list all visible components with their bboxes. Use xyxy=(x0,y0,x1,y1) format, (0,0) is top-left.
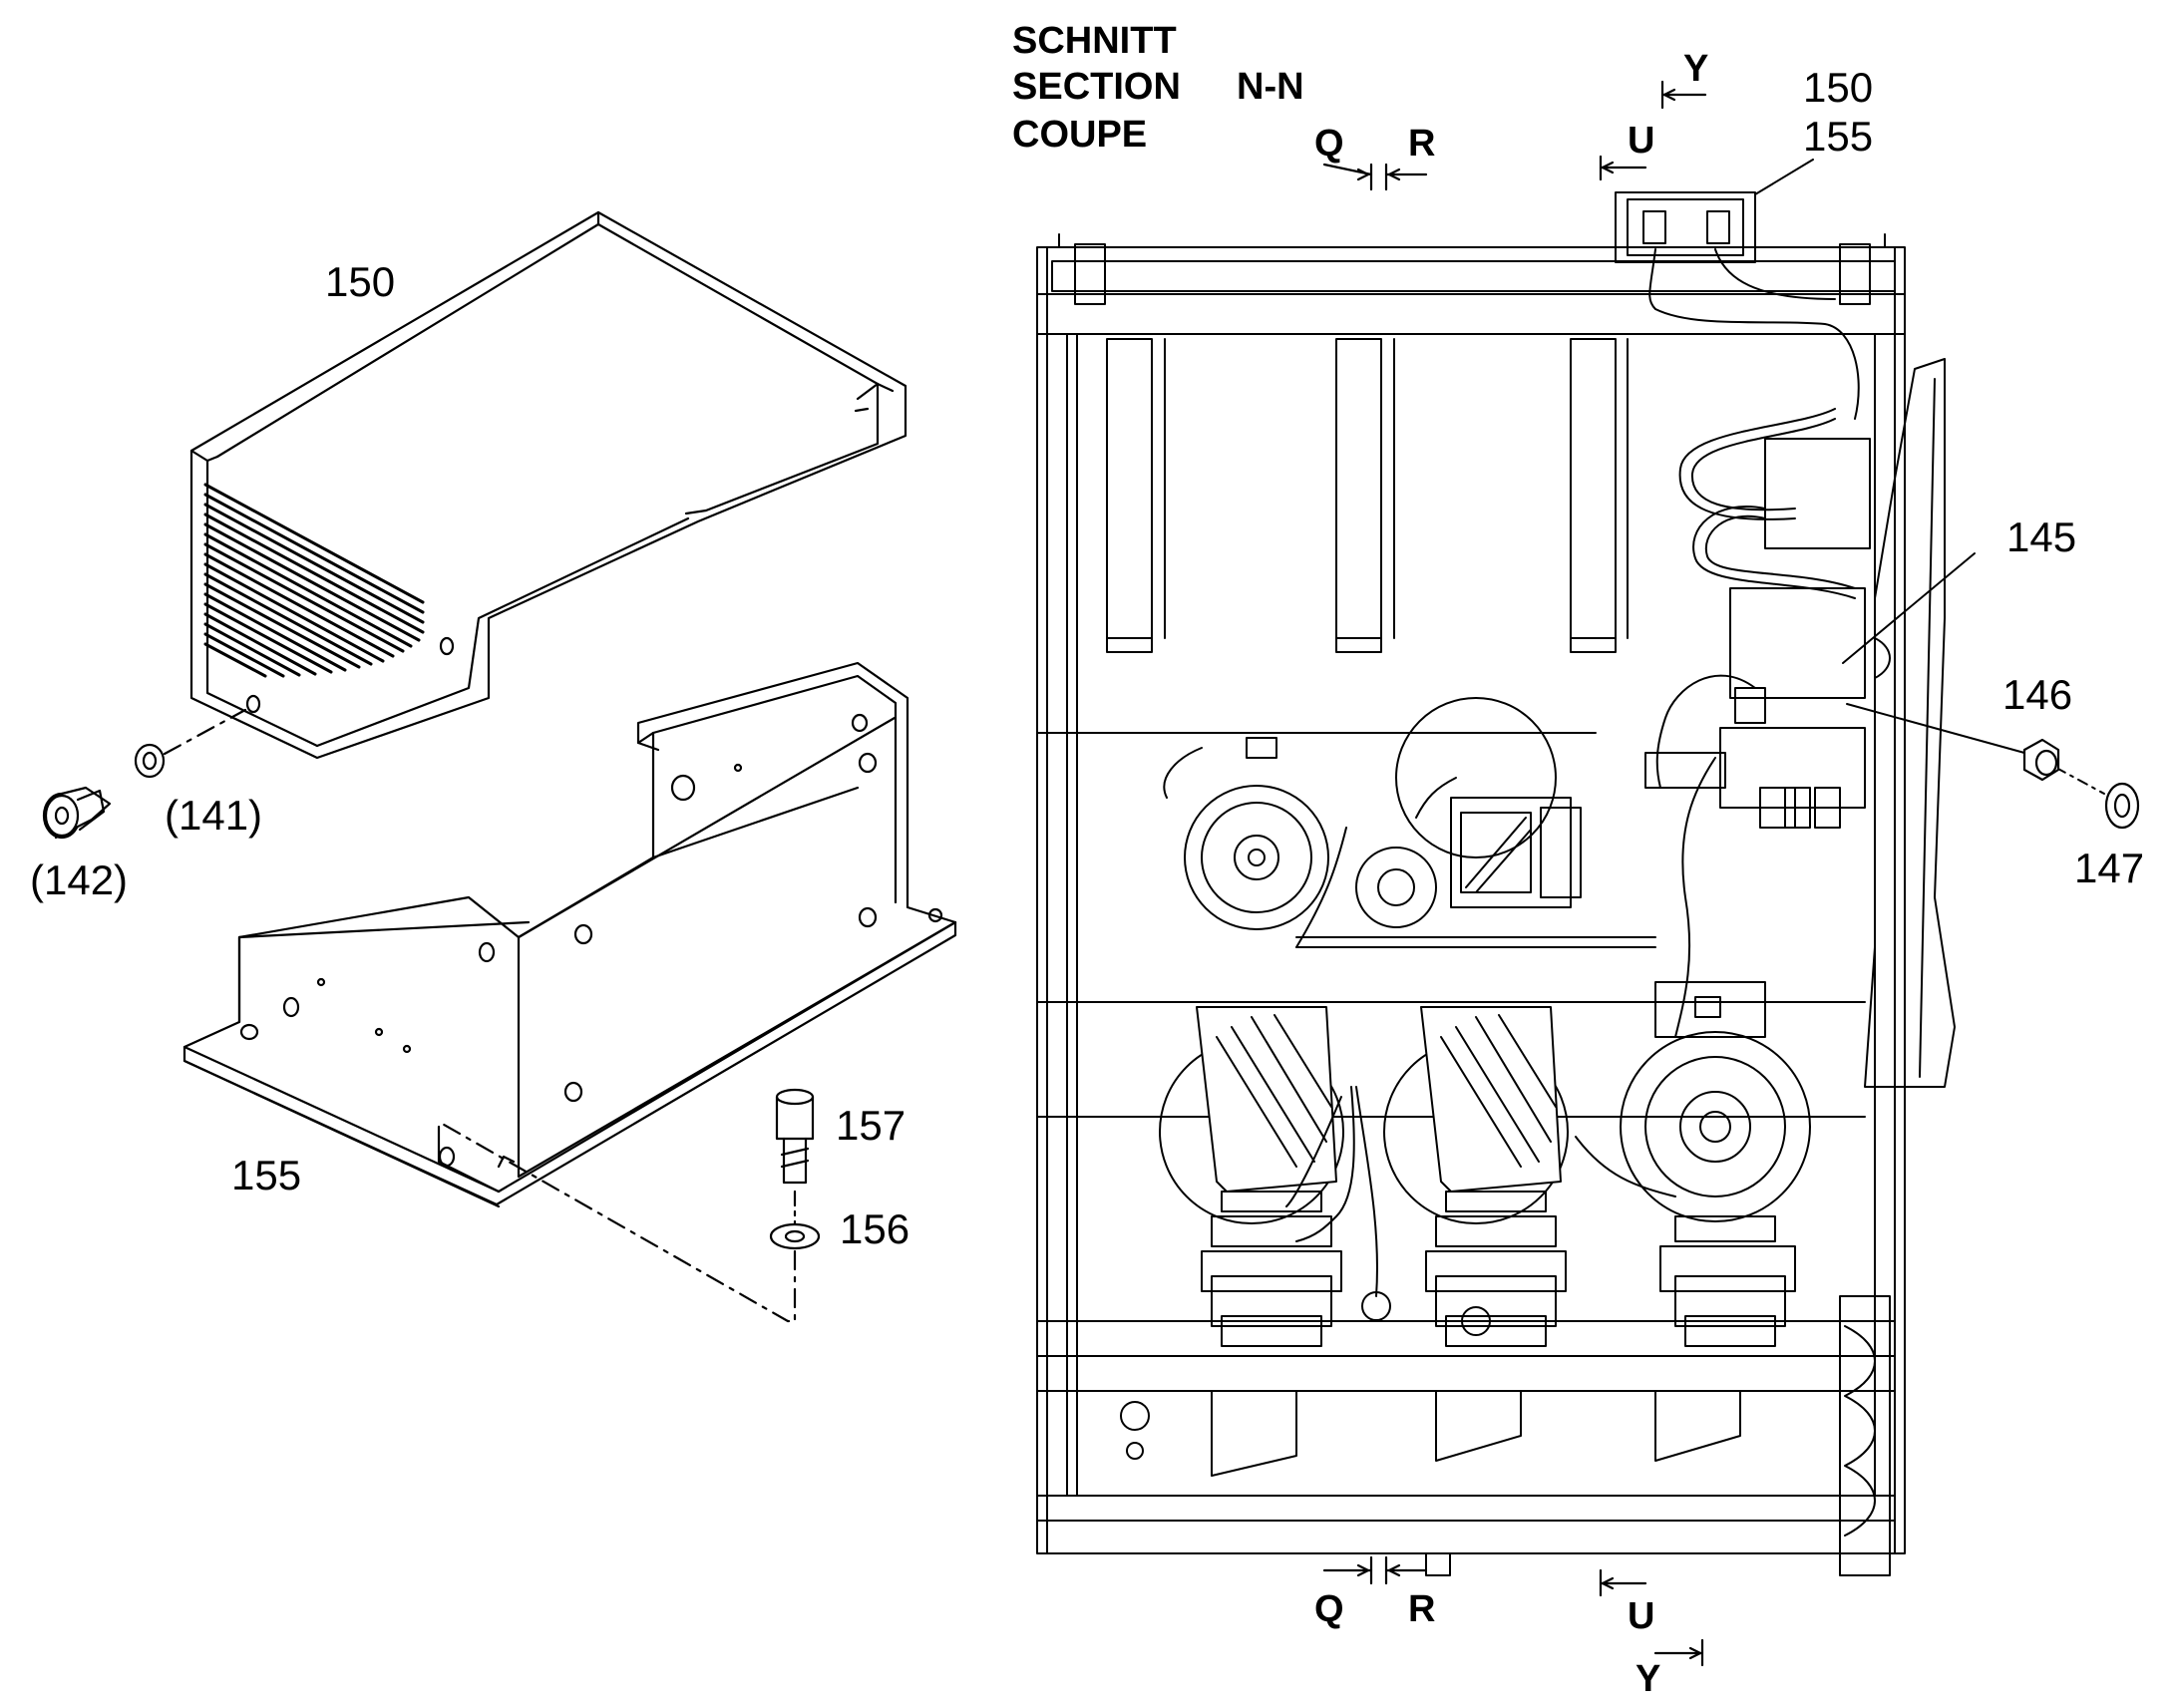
lower-beams xyxy=(1120,1295,1891,1576)
hose-assembly xyxy=(1678,358,1956,1088)
view-marker-r-bottom: R xyxy=(1408,1588,1436,1630)
callout-section-147: 147 xyxy=(2074,845,2145,891)
assembly-line-141 xyxy=(163,708,247,756)
view-marker-y-bottom: Y xyxy=(1635,1658,1661,1700)
callout-section-155: 155 xyxy=(1803,113,1874,160)
pump-left xyxy=(1163,737,1329,930)
callout-section-146: 146 xyxy=(2002,671,2073,718)
section-markers xyxy=(1322,80,1707,1667)
washer-156 xyxy=(769,1222,821,1250)
view-marker-q-top: Q xyxy=(1314,123,1344,165)
washer-147 xyxy=(2104,782,2140,830)
vertical-channels xyxy=(1106,338,1629,653)
callout-bracket-155: 155 xyxy=(231,1152,302,1198)
installed-housing xyxy=(1615,191,1860,420)
view-marker-r-top: R xyxy=(1408,123,1436,165)
section-id: N-N xyxy=(1237,66,1304,108)
callout-section-145: 145 xyxy=(2006,513,2077,560)
bolt-157 xyxy=(775,1088,815,1185)
view-marker-u-bottom: U xyxy=(1628,1595,1655,1637)
section-title-en: SECTION xyxy=(1012,66,1181,108)
callout-screw-142: (142) xyxy=(30,856,129,903)
section-title-de: SCHNITT xyxy=(1012,20,1177,62)
callout-washer-156: 156 xyxy=(840,1205,910,1252)
motor-left xyxy=(1159,1006,1344,1347)
bracket-part-155 xyxy=(182,661,957,1208)
callout-section-150: 150 xyxy=(1803,64,1874,111)
callout-cover-150: 150 xyxy=(325,258,396,305)
motor-right xyxy=(1620,981,1811,1347)
cover-part-150 xyxy=(189,210,908,760)
hydraulic-block xyxy=(1644,637,1891,1038)
nut-146 xyxy=(2022,738,2060,782)
leader-lines xyxy=(1754,159,2105,795)
wiring xyxy=(1285,777,1676,1321)
callout-bolt-157: 157 xyxy=(836,1102,907,1149)
screw-142 xyxy=(42,786,112,840)
motor-center xyxy=(1383,1006,1569,1347)
pump-center xyxy=(1355,697,1582,928)
washer-141 xyxy=(134,743,166,779)
section-title-fr: COUPE xyxy=(1012,114,1148,156)
view-marker-y-top: Y xyxy=(1683,48,1709,90)
assembly-line-155 xyxy=(437,1120,797,1323)
callout-washer-141: (141) xyxy=(165,792,263,839)
view-marker-q-bottom: Q xyxy=(1314,1588,1344,1630)
view-marker-u-top: U xyxy=(1628,120,1655,162)
frame-outline xyxy=(1036,233,1906,1554)
